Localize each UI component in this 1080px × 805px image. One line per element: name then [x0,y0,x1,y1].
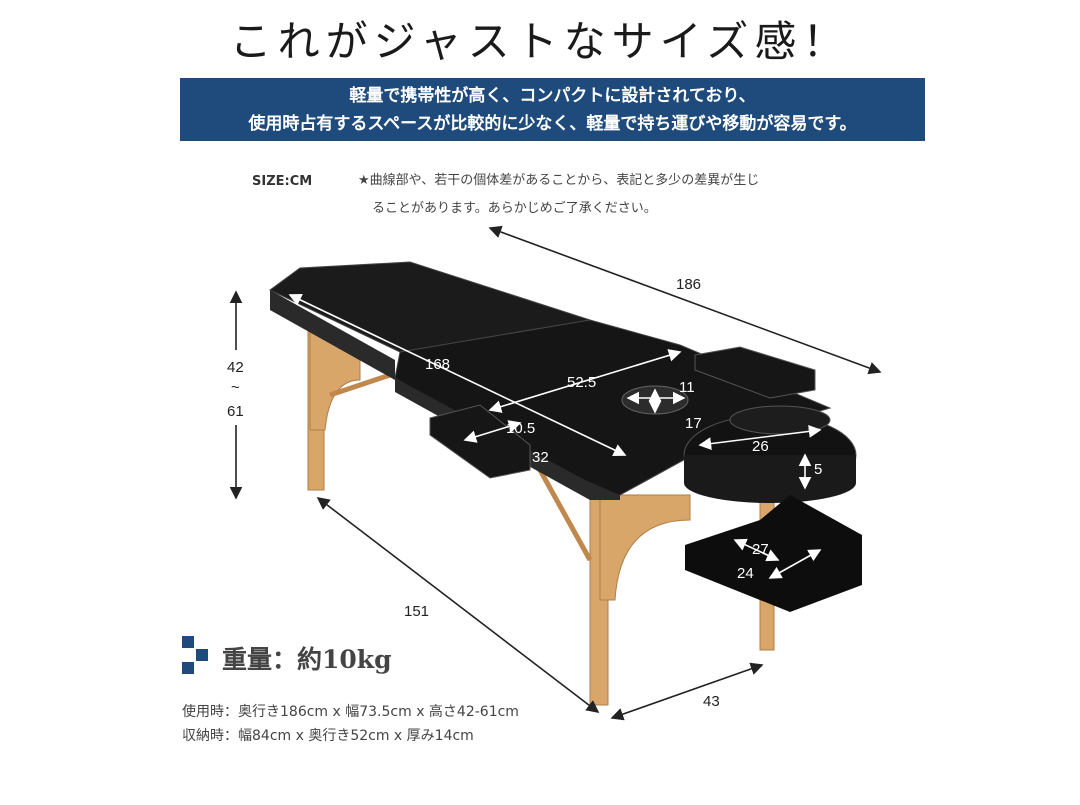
storage-shelf [685,495,862,612]
banner-line-1: 軽量で携帯性が高く、コンパクトに設計されており、 [349,86,756,106]
dim-headrest-thickness: 5 [814,461,822,478]
dim-shelf-width: 24 [737,565,754,582]
dim-top-width: 52.5 [567,374,596,391]
checker-squares-icon [182,636,208,674]
disclaimer-line-1: ★曲線部や、若干の個体差があることから、表記と多少の差異が生じ [358,173,760,188]
banner-line-2: 使用時占有するスペースが比較的に少なく、軽量で持ち運びや移動が容易です。 [248,114,857,134]
page-title: これがジャストなサイズ感！ [229,17,851,66]
dimension-lines-white [288,294,822,579]
dim-leg-span: 151 [404,603,429,620]
dim-armrest-width: 10.5 [506,420,535,437]
dim-top-length: 168 [425,356,450,373]
weight-label: 重量：約10kg [222,645,392,674]
dim-length-total: 186 [676,276,701,293]
spec-in-use: 使用時：奥行き186cm x 幅73.5cm x 高さ42-61cm [182,704,519,720]
dim-face-hole-length: 17 [685,415,702,432]
spec-stored: 収納時：幅84cm x 奥行き52cm x 厚み14cm [182,728,474,744]
dim-shelf-length: 27 [752,541,769,558]
disclaimer-line-2: ることがあります。あらかじめご了承ください。 [372,201,657,216]
dim-height-sep: ~ [231,379,240,396]
dim-height-max: 61 [227,403,244,420]
dim-face-hole-width: 11 [679,379,695,396]
description-banner: 軽量で携帯性が高く、コンパクトに設計されており、 使用時占有するスペースが比較的… [180,78,925,141]
dim-leg-width: 43 [703,693,720,710]
size-unit-label: SIZE:CM [252,174,313,189]
dim-armrest-length: 32 [532,449,549,466]
dim-headrest-width: 26 [752,438,769,455]
dim-height-min: 42 [227,359,244,376]
dimension-lines [229,225,882,721]
